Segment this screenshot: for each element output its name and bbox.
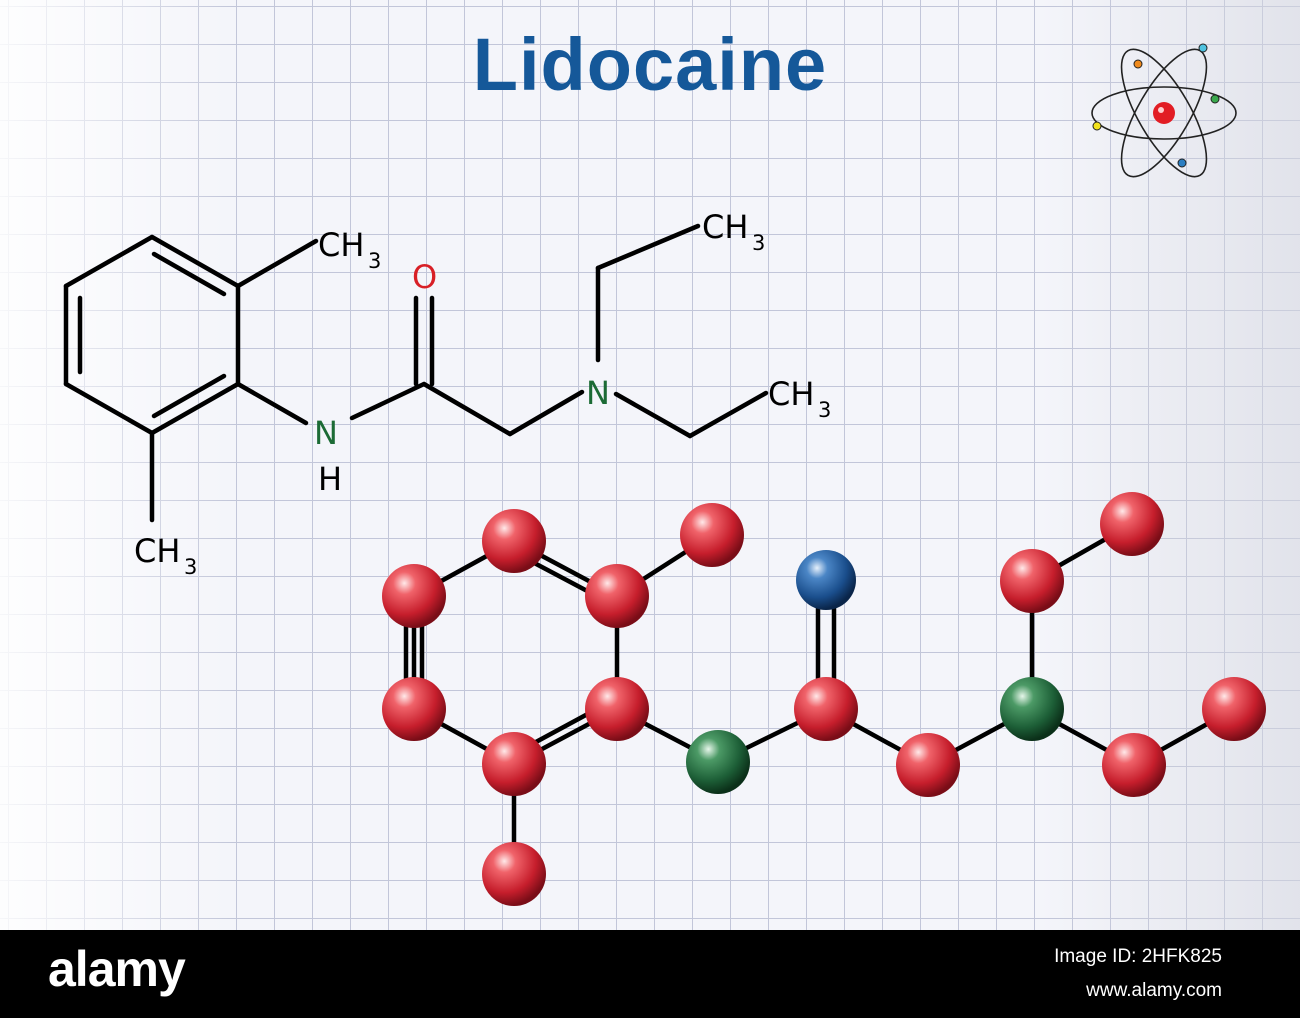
watermark-footer: alamy Image ID: 2HFK825 www.alamy.com [0, 930, 1300, 1018]
molecule-diagram: CH 3 CH 3 CH 3 CH 3 O N H N [63, 43, 1266, 906]
structural-formula: CH 3 CH 3 CH 3 CH 3 O N H N [63, 208, 831, 579]
carbon-atom [482, 732, 546, 796]
carbon-atom [382, 677, 446, 741]
svg-text:3: 3 [184, 555, 197, 579]
amide-nitrogen-label: N [314, 414, 338, 452]
svg-text:CH: CH [318, 226, 364, 264]
svg-text:CH: CH [768, 375, 814, 413]
skeletal-bonds [63, 223, 769, 523]
carbon-atom [585, 677, 649, 741]
carbon-atom [585, 564, 649, 628]
carbon-atom [896, 733, 960, 797]
graph-paper-background: Lidocaine [0, 0, 1300, 930]
carbon-atom [1100, 492, 1164, 556]
oxygen-atom [796, 550, 856, 610]
ball-and-stick-model [382, 492, 1266, 906]
carbon-atom [382, 564, 446, 628]
ch3-label-top: CH 3 [318, 226, 381, 273]
carbon-atom [1000, 549, 1064, 613]
ch3-label-bottom: CH 3 [134, 532, 197, 579]
site-url-text: www.alamy.com [1086, 980, 1222, 1001]
image-id-text: Image ID: 2HFK825 [1054, 946, 1222, 967]
carbon-atom [1102, 733, 1166, 797]
amide-hydrogen-label: H [318, 460, 342, 498]
nitrogen-atom [686, 730, 750, 794]
amine-nitrogen-label: N [586, 374, 610, 412]
oxygen-label: O [412, 258, 437, 296]
brand-logo: alamy [48, 941, 186, 997]
carbon-atom [482, 509, 546, 573]
svg-text:3: 3 [752, 231, 765, 255]
svg-text:3: 3 [818, 398, 831, 422]
nitrogen-atom [1000, 677, 1064, 741]
svg-text:CH: CH [134, 532, 180, 570]
svg-text:3: 3 [368, 249, 381, 273]
svg-text:CH: CH [702, 208, 748, 246]
molecule-title: Lidocaine [472, 23, 828, 106]
carbon-atom [794, 677, 858, 741]
ch3-label-ethyl-right: CH 3 [768, 375, 831, 422]
carbon-atom [680, 503, 744, 567]
ch3-label-ethyl-top: CH 3 [702, 208, 765, 255]
model-atoms [382, 492, 1266, 906]
atom-icon [1091, 43, 1237, 178]
carbon-atom [1202, 677, 1266, 741]
carbon-atom [482, 842, 546, 906]
